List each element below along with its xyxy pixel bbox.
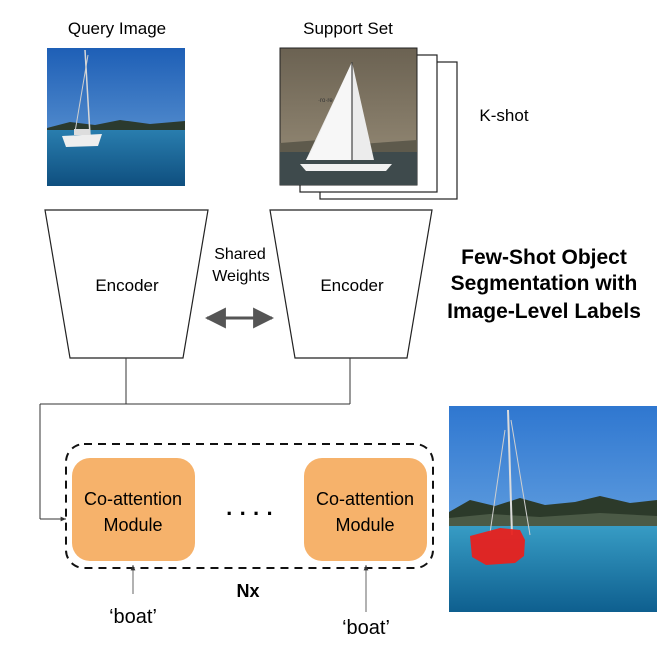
k-shot-label: K-shot — [479, 106, 528, 125]
shared-weights-label-2: Weights — [212, 268, 270, 285]
shared-weights-label-1: Shared — [214, 246, 266, 263]
segmentation-result-image — [449, 406, 657, 612]
module-left-label-1: Co-attention — [84, 489, 182, 509]
boat-label-left: ‘boat’ — [109, 606, 157, 628]
segmentation-mask — [470, 528, 525, 565]
encoder-left — [44, 209, 209, 359]
module-left-label-2: Module — [103, 515, 162, 535]
query-image-label: Query Image — [68, 19, 166, 38]
encoder-right-label: Encoder — [320, 276, 384, 295]
module-right-label-2: Module — [335, 515, 394, 535]
module-right-label-1: Co-attention — [316, 489, 414, 509]
boat-label-right: ‘boat’ — [342, 617, 390, 639]
title-line-1: Few-Shot Object — [461, 246, 627, 269]
svg-text:·ro·re: ·ro·re — [318, 98, 333, 104]
co-attention-module-right — [304, 458, 427, 561]
title-line-3: Image-Level Labels — [447, 300, 641, 323]
co-attention-module-left — [72, 458, 195, 561]
query-image — [47, 48, 185, 186]
ellipsis: · · · · — [226, 501, 274, 526]
encoder-right — [269, 209, 433, 359]
nx-label: Nx — [236, 581, 259, 601]
title-line-2: Segmentation with — [451, 272, 638, 295]
encoder-connectors — [39, 358, 351, 522]
support-set-label: Support Set — [303, 19, 393, 38]
encoder-left-label: Encoder — [95, 276, 159, 295]
support-set-stack: ·ro·re — [279, 47, 458, 200]
